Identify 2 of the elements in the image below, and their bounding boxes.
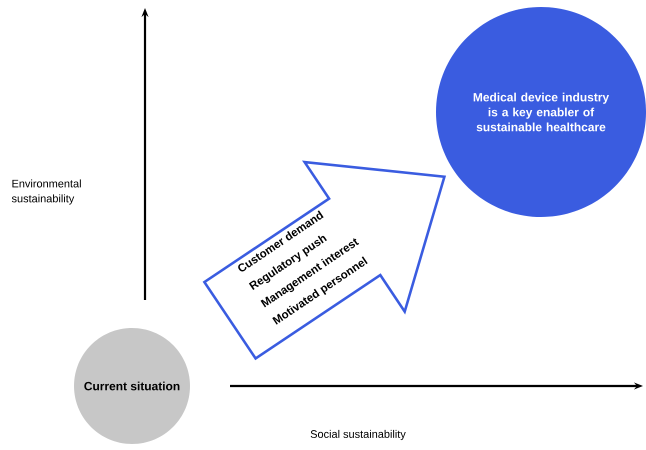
axis-label: Environmental sustainability <box>12 179 81 205</box>
axis-label: Social sustainability <box>310 430 406 440</box>
